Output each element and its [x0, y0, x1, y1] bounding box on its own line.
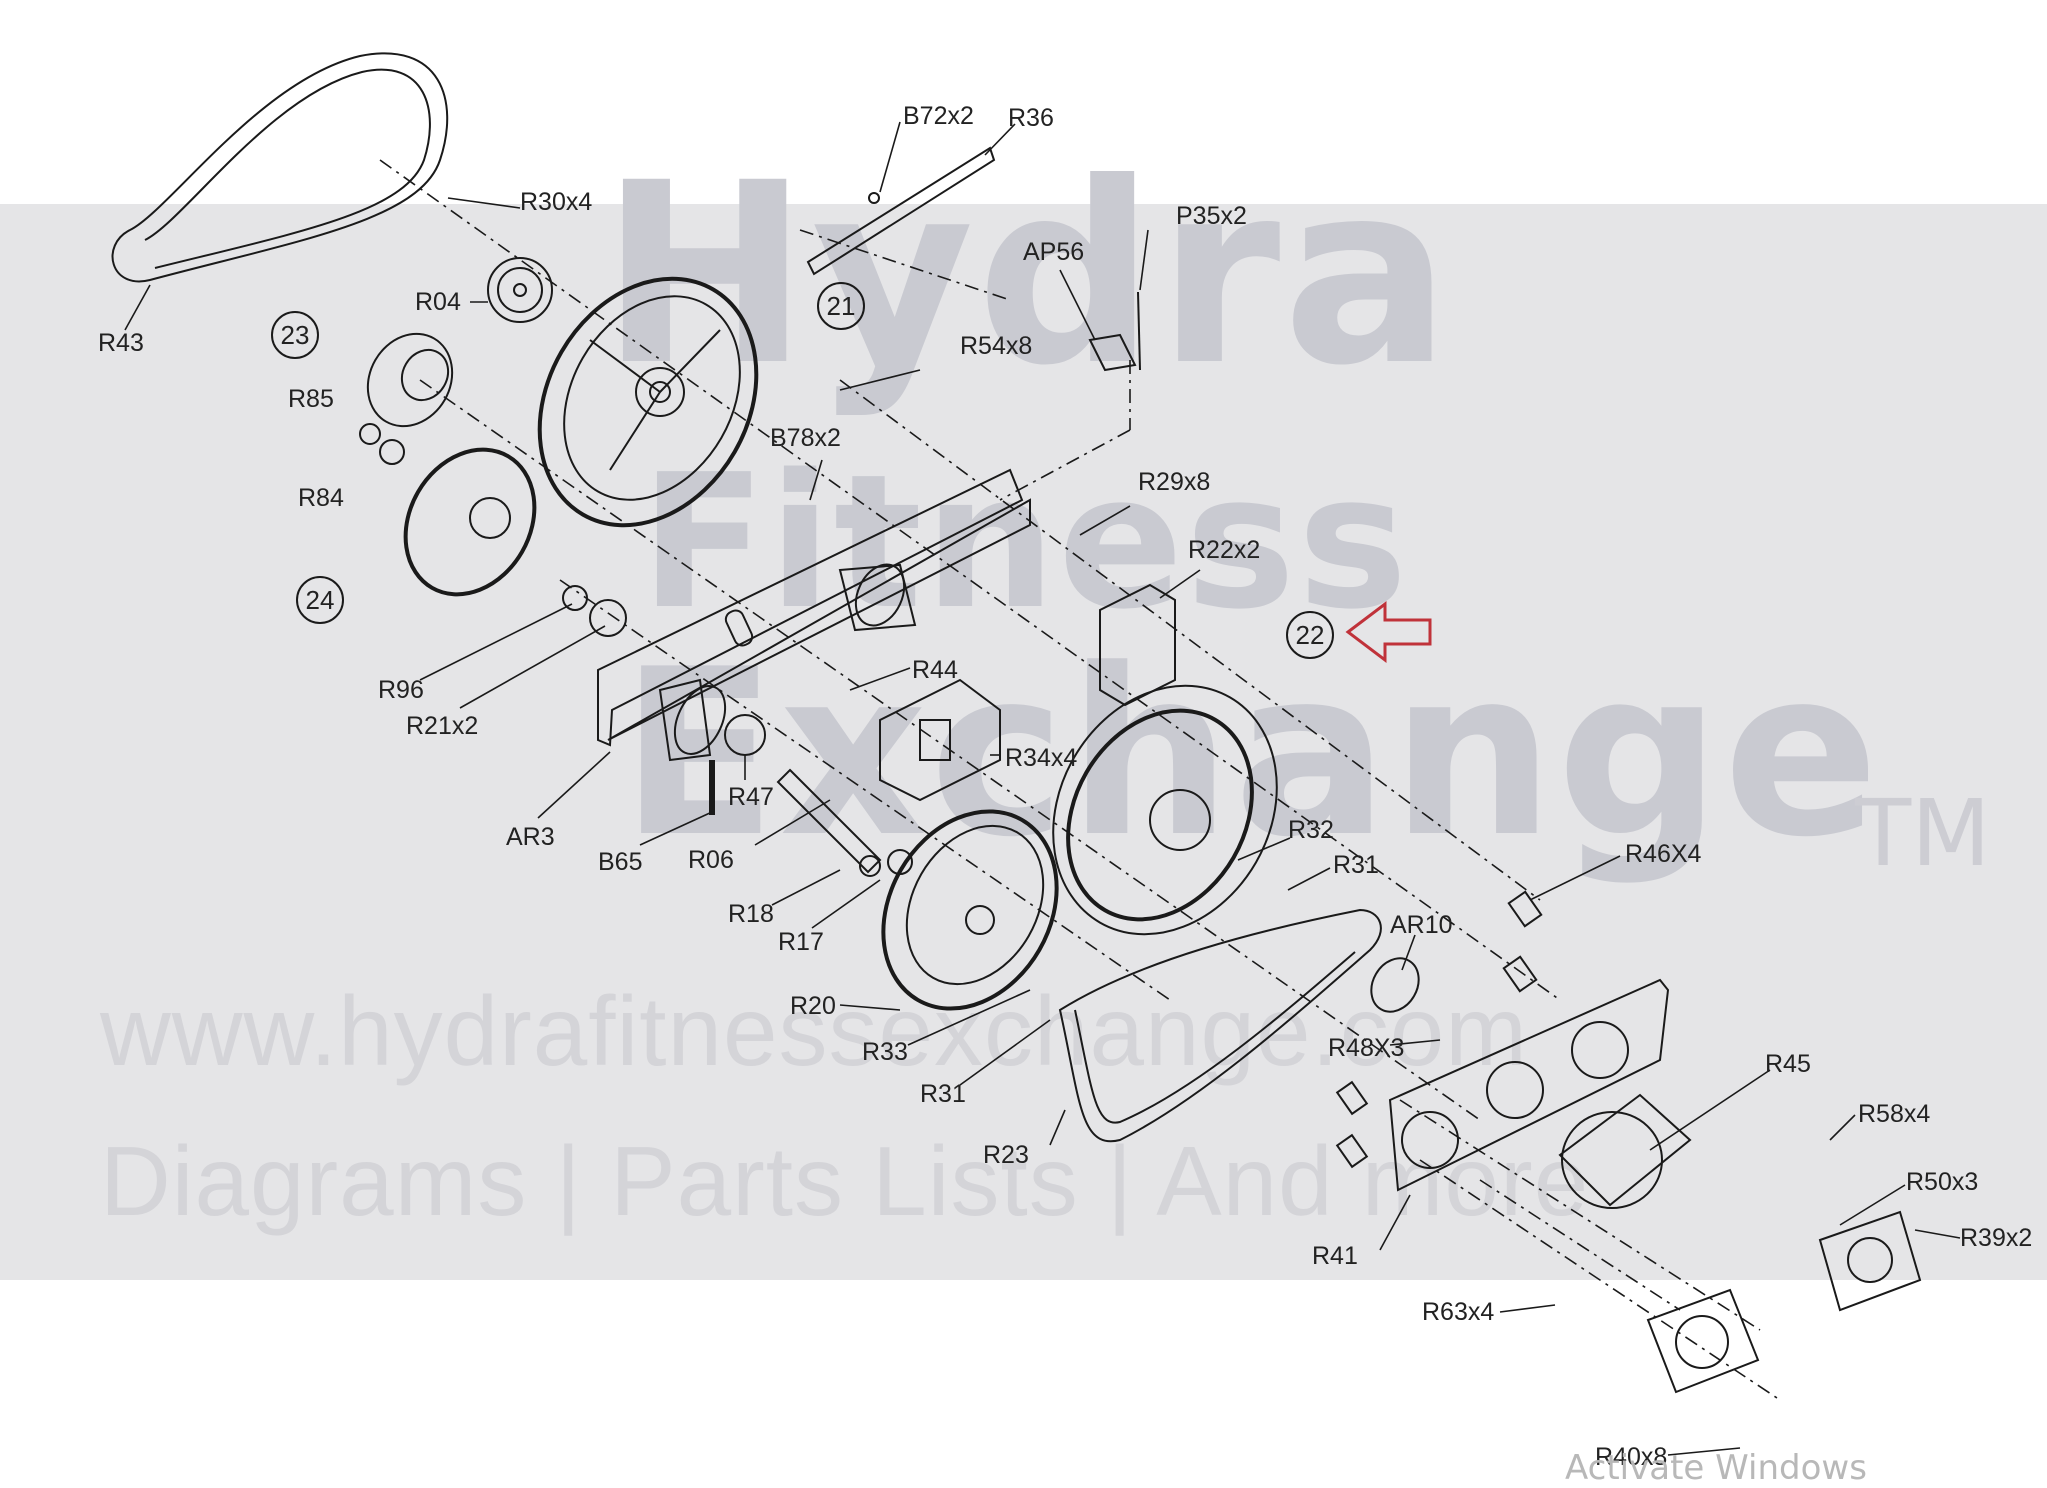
pulley-r20-shape [881, 809, 1059, 1011]
part-label-group: R43 R30x4 R04 B72x2 R36 P35x2 AP56 R54x8… [98, 102, 2032, 1471]
washer-r96-shape [562, 585, 588, 611]
watermark-brand-line1: Hydra [600, 129, 1454, 420]
label-p35x2: P35x2 [1176, 202, 1247, 230]
attention-arrow-icon [1345, 600, 1432, 664]
label-r45: R45 [1765, 1050, 1811, 1078]
label-r22x2: R22x2 [1188, 536, 1260, 564]
label-r46x4: R46X4 [1625, 840, 1702, 868]
label-r20: R20 [790, 992, 836, 1020]
label-r04: R04 [415, 288, 461, 316]
label-r48x3: R48X3 [1328, 1034, 1404, 1062]
callout-number-group: 21 22 23 24 [281, 291, 1325, 650]
bearing-r21-shape [589, 599, 627, 637]
callout-21: 21 [827, 291, 856, 321]
label-r18: R18 [728, 900, 774, 928]
leader-lines [124, 121, 1961, 1456]
rear-plate-r41-shape [1388, 978, 1670, 1192]
main-frame-plate-shape [597, 468, 1031, 747]
hub-ar10-shape [1370, 957, 1420, 1013]
label-r31-upper: R31 [1333, 851, 1379, 879]
label-r85: R85 [288, 385, 334, 413]
fan-r39-upper-shape [1818, 1210, 1922, 1312]
label-ap56: AP56 [1023, 238, 1084, 266]
block-r44-shape [879, 678, 1001, 802]
label-r34x4: R34x4 [1005, 744, 1077, 772]
pulley-22-shape [1052, 684, 1278, 936]
activate-windows-notice: Activate Windows [1565, 1448, 1867, 1488]
callout-circle-21 [817, 282, 865, 330]
strap-r36-shape [806, 146, 996, 276]
label-r39x2: R39x2 [1960, 1224, 2032, 1252]
label-r43: R43 [98, 329, 144, 357]
watermark-tm: TM [1855, 780, 1991, 887]
hub-23-shape [366, 332, 454, 428]
label-b65: B65 [598, 848, 642, 876]
label-r47: R47 [728, 783, 774, 811]
label-r29x8: R29x8 [1138, 468, 1210, 496]
sprocket-r04-shape [487, 257, 553, 323]
label-b78x2: B78x2 [770, 424, 841, 452]
watermark-url: www.hydrafitnessexchange.com [100, 976, 1528, 1086]
label-r50x3: R50x3 [1906, 1168, 1978, 1196]
label-r96: R96 [378, 676, 424, 704]
label-r06: R06 [688, 846, 734, 874]
label-r84: R84 [298, 484, 344, 512]
label-r30x4: R30x4 [520, 188, 592, 216]
callout-circle-22 [1286, 611, 1334, 659]
label-r23: R23 [983, 1141, 1029, 1169]
label-r32: R32 [1288, 816, 1334, 844]
block-r22-shape [1099, 583, 1176, 707]
bearing-r47-shape [724, 714, 766, 756]
pulley-21-shape [537, 276, 759, 528]
callout-24: 24 [306, 585, 335, 615]
label-r31-lower: R31 [920, 1080, 966, 1108]
belt-r23-shape [1058, 908, 1382, 1143]
callout-circle-24 [296, 576, 344, 624]
motor-r45-shape [1558, 1093, 1692, 1209]
ring-r84-shape [379, 439, 405, 465]
watermark-brand-line3: Exchange [620, 621, 1882, 888]
label-r36: R36 [1008, 104, 1054, 132]
label-r41: R41 [1312, 1242, 1358, 1270]
belt-r43-shape [111, 52, 449, 283]
label-r58x4: R58x4 [1858, 1100, 1930, 1128]
label-r40x8: R40x8 [1595, 1443, 1667, 1471]
ring-r85-shape [359, 423, 381, 445]
label-r63x4: R63x4 [1422, 1298, 1494, 1326]
label-ar10: AR10 [1390, 911, 1453, 939]
cylinder-ar3-shape [658, 678, 727, 762]
label-r17: R17 [778, 928, 824, 956]
label-r54x8: R54x8 [960, 332, 1032, 360]
drum-shape [838, 563, 917, 632]
shaft-r06-shape [776, 768, 913, 877]
callout-circle-23 [271, 311, 319, 359]
pulley-24-shape [403, 447, 537, 597]
bracket-ap56-shape [1088, 291, 1141, 372]
watermark-brand-line2: Fitness [640, 434, 1410, 650]
watermark-band [0, 204, 2047, 1280]
label-b72x2: B72x2 [903, 102, 974, 130]
label-r44: R44 [912, 656, 958, 684]
fan-r39-lower-shape [1646, 1288, 1760, 1394]
label-ar3: AR3 [506, 823, 555, 851]
callout-23: 23 [281, 320, 310, 350]
label-r33: R33 [862, 1038, 908, 1066]
callout-22: 22 [1296, 620, 1325, 650]
spacers-r46-shape [1335, 890, 1543, 1169]
label-r21x2: R21x2 [406, 712, 478, 740]
